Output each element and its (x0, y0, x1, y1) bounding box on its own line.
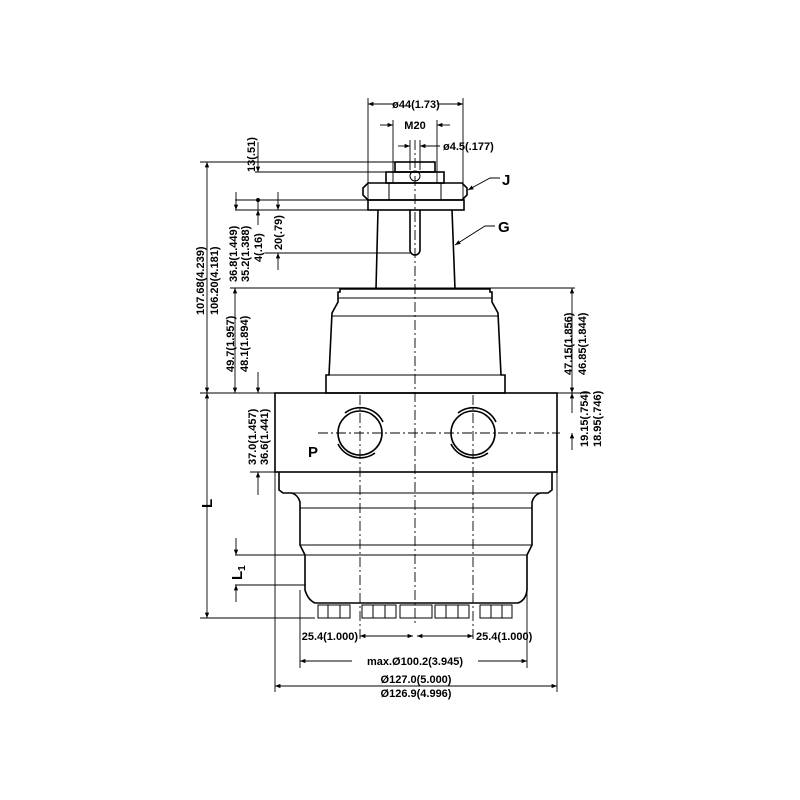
svg-text:18.95(.746): 18.95(.746) (592, 390, 604, 447)
right-dimensions: 47.15(1.856) 46.85(1.844) 19.15(.754) 18… (557, 288, 604, 450)
svg-text:47.15(1.856): 47.15(1.856) (563, 312, 575, 375)
svg-text:106.20(4.181): 106.20(4.181) (209, 246, 221, 315)
port-left (337, 406, 384, 459)
svg-text:19.15(.754): 19.15(.754) (579, 390, 591, 447)
svg-text:48.1(1.894): 48.1(1.894) (239, 315, 251, 372)
svg-text:46.85(1.844): 46.85(1.844) (577, 312, 589, 375)
shaft-flange (367, 199, 465, 211)
upper-housing (325, 287, 575, 394)
svg-text:13(.51): 13(.51) (246, 137, 258, 172)
svg-text:max.Ø100.2(3.945): max.Ø100.2(3.945) (367, 656, 463, 668)
svg-text:Ø127.0(5.000): Ø127.0(5.000) (381, 674, 452, 686)
centerlines (318, 140, 560, 640)
svg-text:36.6(1.441): 36.6(1.441) (259, 408, 271, 465)
svg-text:35.2(1.388): 35.2(1.388) (240, 225, 252, 282)
svg-text:4(.16): 4(.16) (253, 233, 265, 262)
port-right (450, 406, 497, 459)
lower-housing (278, 472, 553, 619)
bottom-dimensions: 25.4(1.000) 25.4(1.000) max.Ø100.2(3.945… (274, 472, 558, 700)
svg-text:36.8(1.449): 36.8(1.449) (228, 225, 240, 282)
length-l1: L1 (229, 565, 248, 580)
svg-text:107.68(4.239): 107.68(4.239) (195, 246, 207, 315)
left-dimensions: 13(.51) 107.68(4.239) 106.20(4.181) 36.8… (195, 137, 410, 619)
thread-dim: M20 (404, 120, 425, 132)
top-dimensions: ø44(1.73) M20 ø4.5(.177) J G (367, 98, 510, 246)
port-label-p: P (308, 444, 318, 461)
pin-hole (409, 170, 421, 182)
length-l: L (199, 499, 216, 508)
shaft-nut-assembly (362, 161, 468, 290)
svg-text:Ø126.9(4.996): Ø126.9(4.996) (381, 688, 452, 700)
svg-text:25.4(1.000): 25.4(1.000) (476, 631, 533, 643)
shaft-diameter-dim: ø44(1.73) (392, 99, 440, 111)
callout-j: J (502, 172, 510, 189)
shaft-g (375, 209, 456, 290)
bolts (317, 604, 513, 619)
pin-hole-dim: ø4.5(.177) (443, 141, 494, 153)
svg-text:20(.79): 20(.79) (273, 215, 285, 250)
callout-g: G (498, 219, 510, 236)
port-block: P (274, 392, 558, 473)
key-pin (409, 210, 421, 256)
svg-text:25.4(1.000): 25.4(1.000) (302, 631, 359, 643)
svg-text:37.0(1.457): 37.0(1.457) (247, 408, 259, 465)
svg-text:49.7(1.957): 49.7(1.957) (225, 315, 237, 372)
